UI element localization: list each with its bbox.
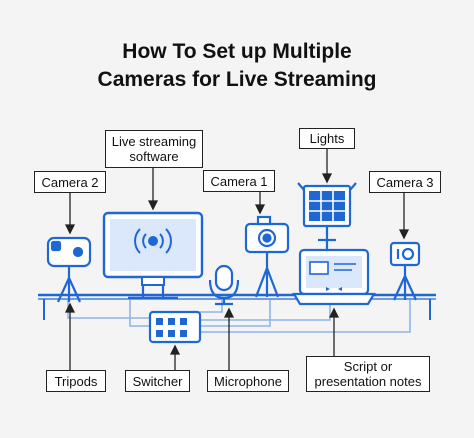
live-software-line-1: Live streaming (111, 134, 197, 149)
label-script-notes: Script or presentation notes (306, 356, 430, 392)
camera-3-icon (389, 241, 421, 267)
script-line-1: Script or (343, 359, 393, 374)
switcher-text: Switcher (132, 373, 183, 389)
tripod-icon-3 (393, 265, 417, 301)
switcher-icon (148, 310, 202, 344)
camera-1-text: Camera 1 (210, 173, 268, 189)
label-camera-1: Camera 1 (203, 170, 275, 192)
title-line-1: How To Set up Multiple (122, 40, 352, 63)
label-lights: Lights (299, 128, 355, 149)
microphone-icon (208, 264, 240, 306)
camera-2-icon (46, 236, 92, 268)
light-icon (297, 182, 357, 250)
table (38, 293, 436, 320)
label-microphone: Microphone (207, 370, 289, 392)
label-camera-2: Camera 2 (34, 171, 106, 193)
cables (67, 300, 411, 333)
tripod-icon (57, 266, 81, 303)
camera-1-icon (244, 215, 290, 254)
title-line-2: Cameras for Live Streaming (97, 68, 377, 91)
lights-text: Lights (309, 131, 345, 146)
tripod-icon-1 (254, 252, 280, 298)
tripods-text: Tripods (54, 373, 98, 389)
label-camera-3: Camera 3 (369, 171, 441, 193)
live-software-line-2: software (129, 149, 179, 164)
label-tripods: Tripods (46, 370, 106, 392)
laptop-icon (292, 248, 376, 306)
monitor-icon (102, 211, 204, 300)
broadcast-icon (134, 228, 172, 254)
diagram-title: How To Set up Multiple Cameras for Live … (0, 38, 474, 94)
camera-2-text: Camera 2 (41, 174, 99, 190)
script-line-2: presentation notes (314, 374, 422, 389)
callout-lines (64, 148, 410, 371)
label-switcher: Switcher (125, 370, 190, 392)
label-live-streaming-software: Live streaming software (105, 130, 203, 168)
microphone-text: Microphone (214, 373, 282, 389)
camera-3-text: Camera 3 (376, 174, 434, 190)
